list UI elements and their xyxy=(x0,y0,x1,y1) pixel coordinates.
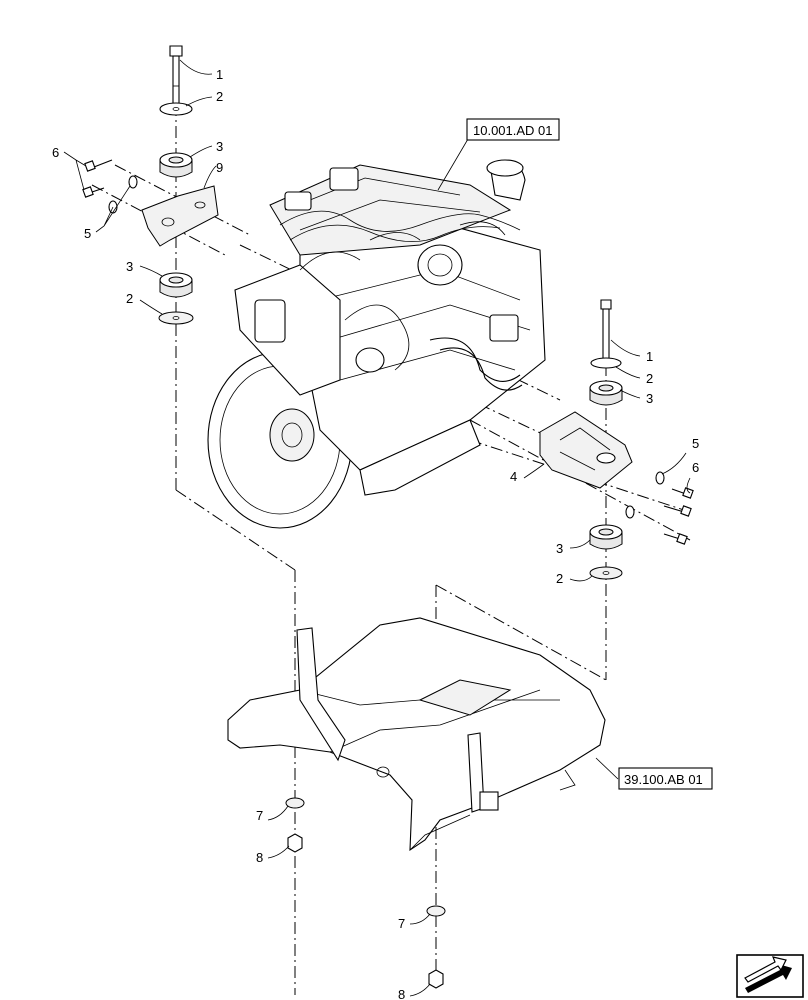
callout-3c: 3 xyxy=(646,391,653,406)
callout-3a: 3 xyxy=(216,139,223,154)
callout-6b: 6 xyxy=(692,460,699,475)
callout-6a: 6 xyxy=(52,145,59,160)
washer-part-5b xyxy=(655,471,665,485)
callout-2d: 2 xyxy=(556,571,563,586)
callout-8a: 8 xyxy=(256,850,263,865)
lower-fasteners xyxy=(285,797,446,989)
reference-frame-label: 39.100.AB 01 xyxy=(624,772,703,787)
washer-part-2a xyxy=(159,102,193,116)
callout-7b: 7 xyxy=(398,916,405,931)
frame-assembly xyxy=(227,617,606,852)
callout-3b: 3 xyxy=(126,259,133,274)
right-mount-parts xyxy=(539,299,694,580)
callout-9: 9 xyxy=(216,160,223,175)
left-mount-parts xyxy=(82,45,219,325)
reference-engine[interactable]: 10.001.AD 01 xyxy=(466,118,560,141)
callout-7a: 7 xyxy=(256,808,263,823)
isolator-part-3a xyxy=(159,152,193,178)
washer-part-2b xyxy=(158,311,194,325)
bolt-part-6b xyxy=(663,487,694,545)
bracket-part-9 xyxy=(141,185,219,247)
callout-5b: 5 xyxy=(692,436,699,451)
callout-8b: 8 xyxy=(398,987,405,1000)
callout-2b: 2 xyxy=(126,291,133,306)
nut-part-8b xyxy=(428,969,444,989)
bolt-part-1a xyxy=(169,45,183,107)
engine-assembly xyxy=(207,159,546,529)
reference-engine-label: 10.001.AD 01 xyxy=(473,123,553,138)
callout-1b: 1 xyxy=(646,349,653,364)
nut-part-8a xyxy=(287,833,303,853)
bolt-part-6a xyxy=(82,159,113,198)
washer-part-2c xyxy=(590,357,622,369)
leader-lines xyxy=(63,59,691,997)
next-page-arrow-icon[interactable] xyxy=(736,954,804,998)
reference-frame[interactable]: 39.100.AB 01 xyxy=(618,767,713,790)
bracket-part-4 xyxy=(539,411,633,489)
washer-part-7a xyxy=(285,797,305,809)
callout-5a: 5 xyxy=(84,226,91,241)
isolator-part-3b xyxy=(159,272,193,298)
callout-1a: 1 xyxy=(216,67,223,82)
washer-part-5a xyxy=(128,175,138,189)
callout-2c: 2 xyxy=(646,371,653,386)
callout-labels: 1 2 3 9 6 5 3 2 1 2 3 5 6 4 3 2 7 8 7 8 xyxy=(52,67,699,1000)
washer-part-2d xyxy=(589,566,623,580)
callout-2a: 2 xyxy=(216,89,223,104)
callout-3d: 3 xyxy=(556,541,563,556)
bolt-part-1b xyxy=(600,299,612,360)
washer-part-7b xyxy=(426,905,446,917)
callout-4: 4 xyxy=(510,469,517,484)
isolator-part-3d xyxy=(589,524,623,550)
isolator-part-3c xyxy=(589,380,623,406)
